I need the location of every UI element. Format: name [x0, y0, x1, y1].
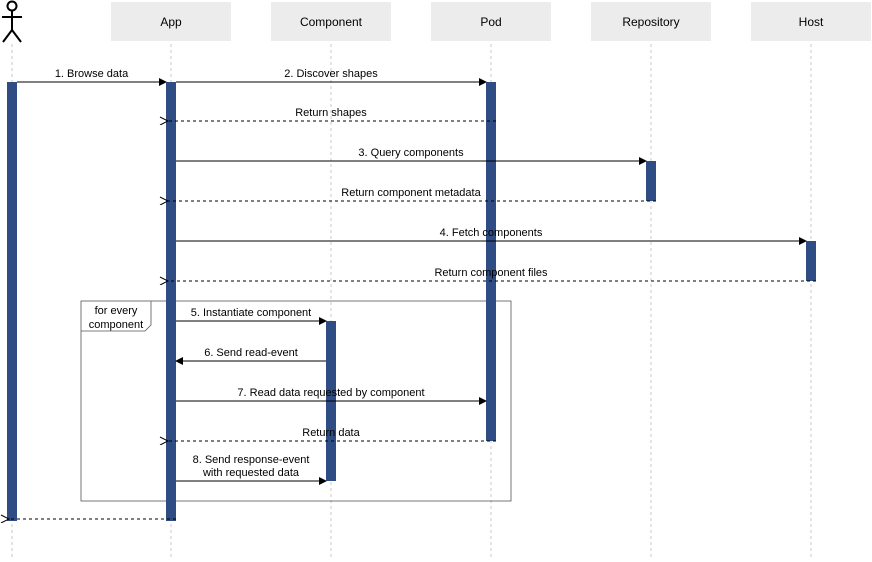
message-label-m10: 7. Read data requested by component	[237, 387, 424, 399]
activation-user	[7, 82, 17, 521]
loop-tab	[81, 301, 152, 332]
message-label-m9: 6. Send read-event	[204, 347, 298, 359]
message-label-m5: Return component metadata	[341, 187, 481, 199]
participant-label-component: Component	[300, 15, 363, 29]
participant-box-app	[111, 2, 231, 41]
participant-label-pod: Pod	[480, 15, 501, 29]
participant-box-pod	[431, 2, 551, 41]
message-label-m7: Return component files	[434, 267, 548, 279]
actor-icon	[2, 0, 22, 43]
message-label-m8: 5. Instantiate component	[191, 307, 311, 319]
activation-host	[806, 241, 816, 281]
activation-repository	[646, 161, 656, 201]
participant-label-host: Host	[799, 15, 824, 29]
message-label-m2: 2. Discover shapes	[284, 68, 378, 80]
participant-label-app: App	[160, 15, 182, 29]
loop-frame	[80, 300, 512, 502]
message-label-m6: 4. Fetch components	[440, 227, 543, 239]
activation-app	[166, 82, 176, 521]
message-label-m3: Return shapes	[295, 107, 367, 119]
message-label-m11: Return data	[302, 427, 360, 439]
message-label-m4: 3. Query components	[358, 147, 464, 159]
participant-box-host	[751, 2, 871, 41]
participant-label-repository: Repository	[622, 15, 679, 29]
activation-pod	[486, 82, 496, 441]
participant-box-repository	[591, 2, 711, 41]
message-label-m1: 1. Browse data	[55, 68, 129, 80]
participant-box-component	[271, 2, 391, 41]
